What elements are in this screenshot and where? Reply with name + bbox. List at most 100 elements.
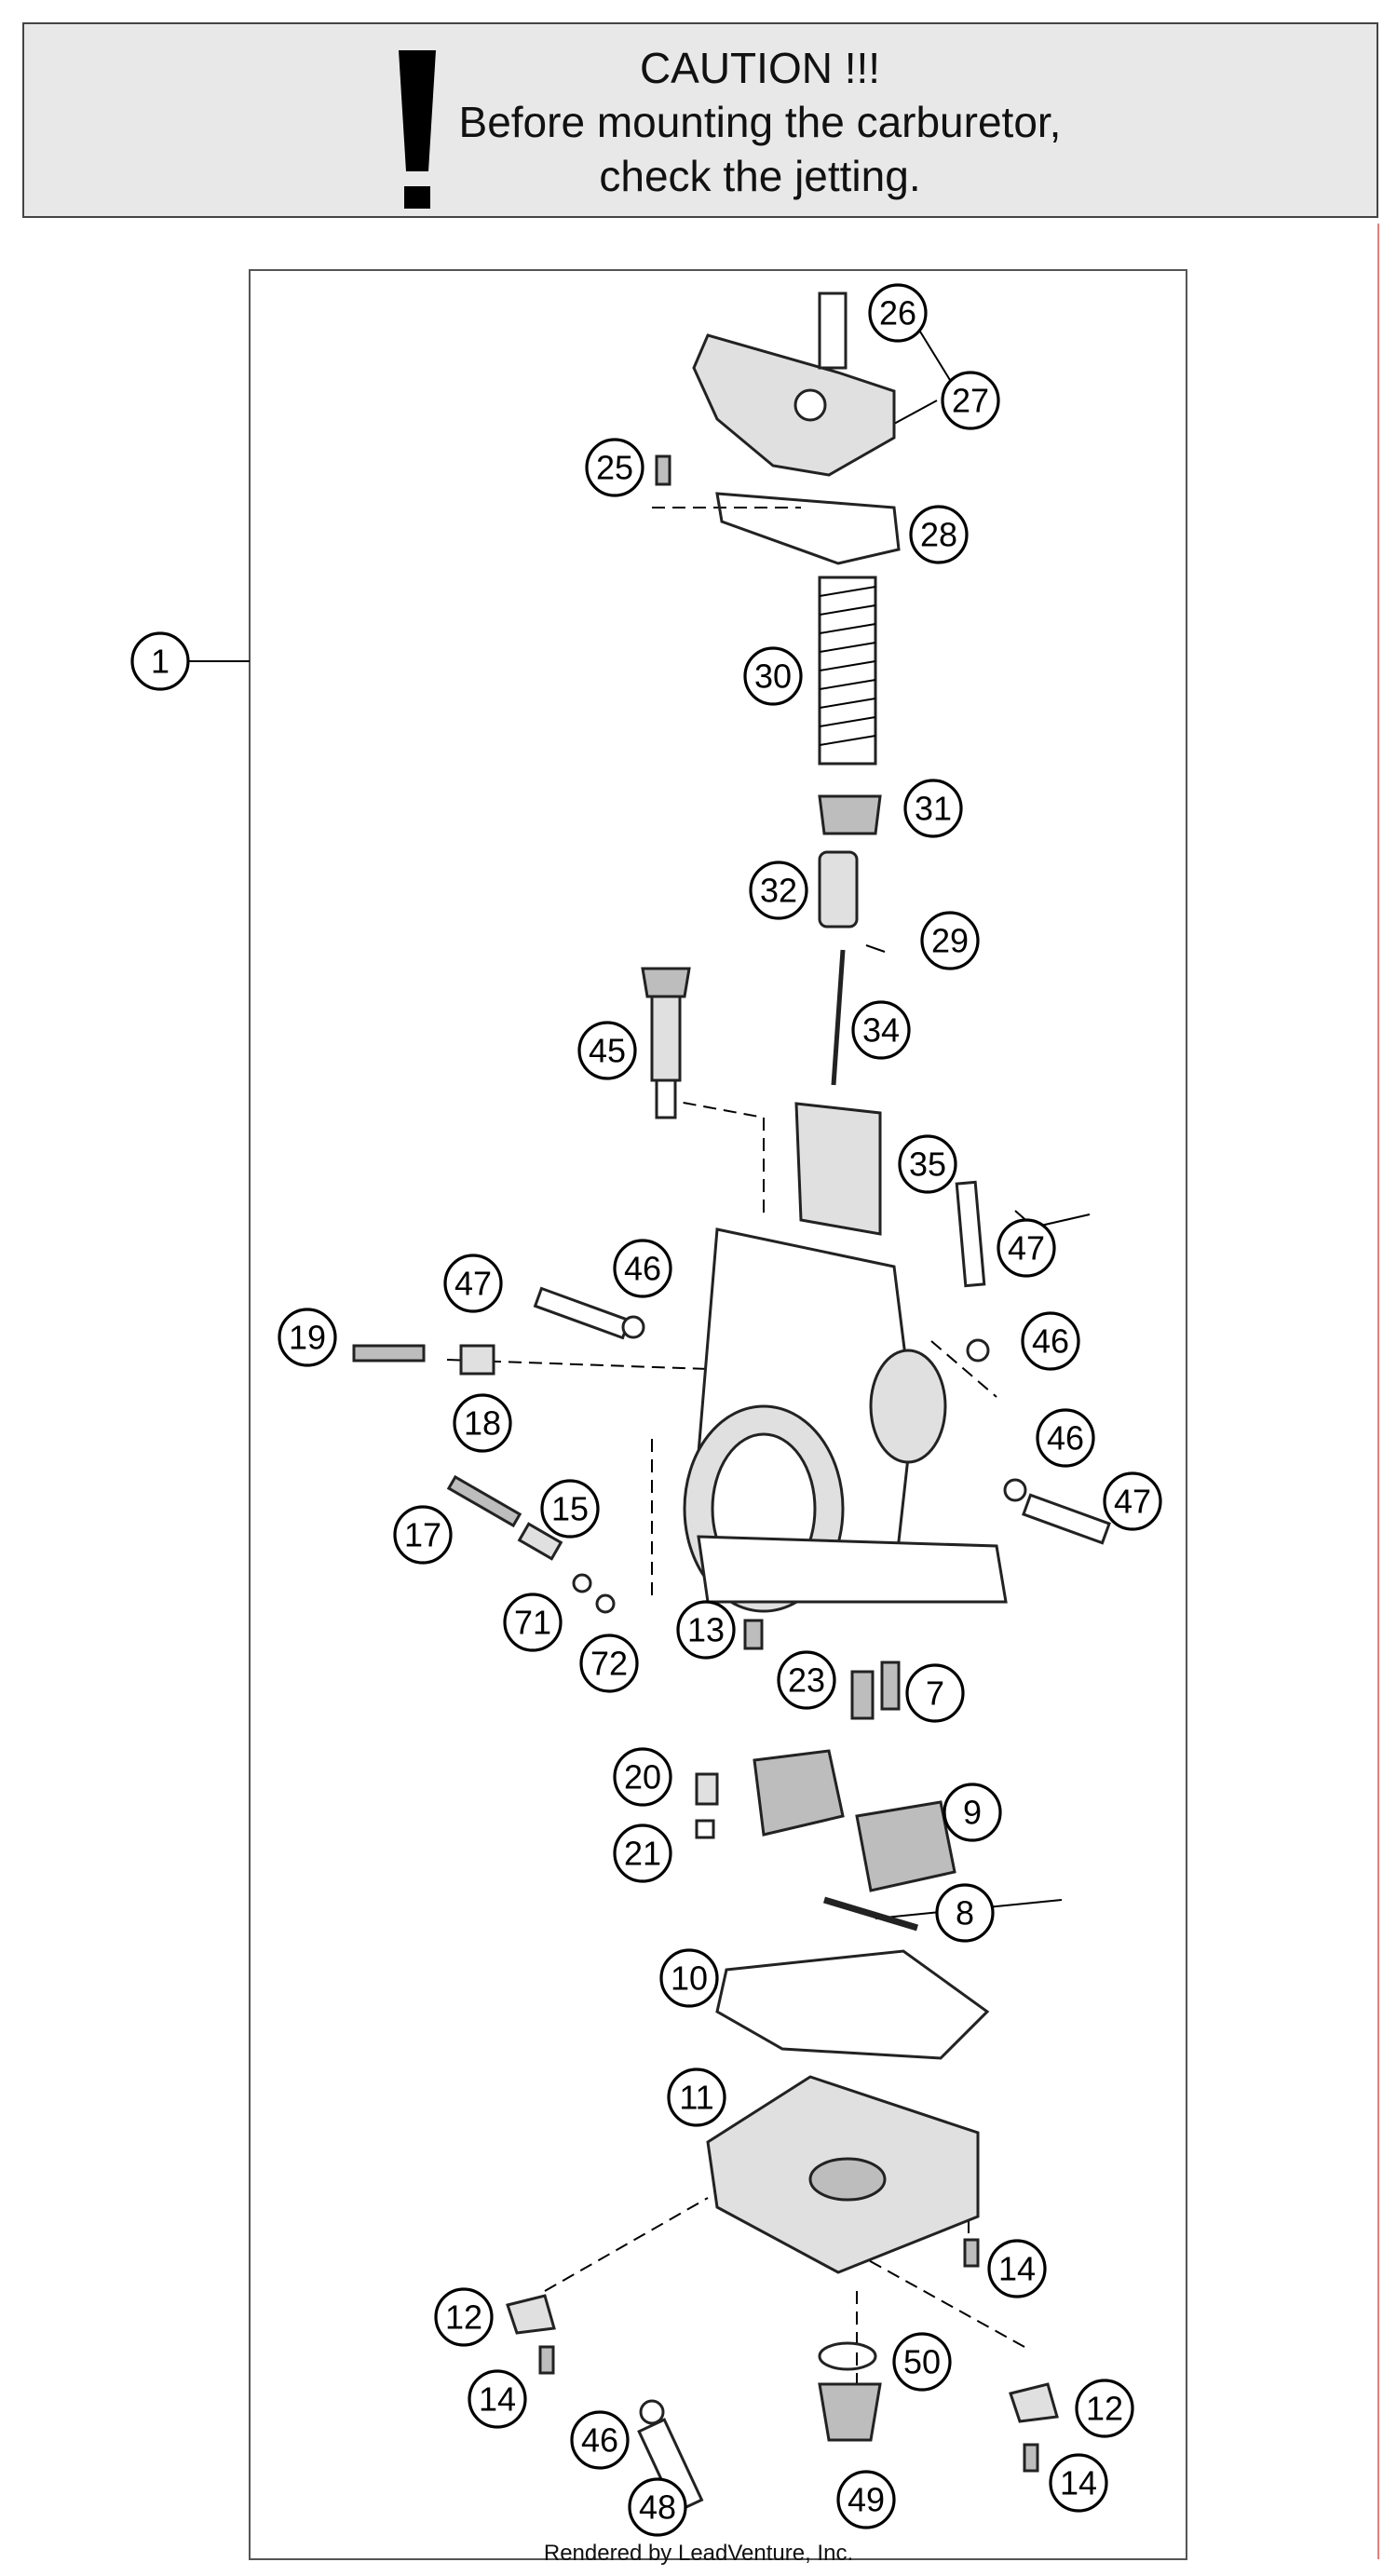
callout-71-label: 71 bbox=[514, 1604, 551, 1642]
callout-9: 9 bbox=[943, 1783, 1002, 1842]
callout-46-lower-label: 46 bbox=[1047, 1419, 1084, 1457]
bowl-screw-3 bbox=[1023, 2443, 1039, 2473]
caution-line-1: Before mounting the carburetor, bbox=[458, 98, 1062, 146]
needle-clip-21 bbox=[695, 1819, 715, 1839]
callout-47-left: 47 bbox=[443, 1254, 503, 1313]
callout-35: 35 bbox=[898, 1134, 957, 1194]
hose-clamp-3 bbox=[1003, 1478, 1027, 1502]
callout-72: 72 bbox=[579, 1634, 639, 1693]
drain-o-ring bbox=[818, 2341, 877, 2371]
callout-45-label: 45 bbox=[589, 1032, 626, 1070]
callout-18-label: 18 bbox=[464, 1404, 501, 1443]
callout-12-right-label: 12 bbox=[1086, 2390, 1123, 2428]
callout-25-label: 25 bbox=[596, 449, 633, 487]
exclamation-icon bbox=[399, 50, 436, 209]
drain-plate-right bbox=[1009, 2382, 1059, 2423]
callout-29: 29 bbox=[920, 911, 980, 970]
callout-46-bottom: 46 bbox=[570, 2410, 630, 2470]
callout-32-label: 32 bbox=[760, 872, 797, 910]
air-screw-spring bbox=[459, 1344, 495, 1376]
callout-20: 20 bbox=[613, 1747, 672, 1807]
needle-holder bbox=[818, 850, 859, 929]
callout-47: 47 bbox=[997, 1218, 1056, 1278]
carburetor-body bbox=[683, 1227, 1008, 1613]
callout-14-right: 14 bbox=[987, 2239, 1047, 2298]
cable-adjuster bbox=[818, 291, 848, 370]
callout-47-lower-label: 47 bbox=[1114, 1483, 1151, 1521]
callout-12-left-label: 12 bbox=[445, 2298, 482, 2337]
footer-credit: Rendered by LeadVenture, Inc. bbox=[543, 2541, 854, 2566]
callout-13-label: 13 bbox=[687, 1611, 725, 1649]
starter-jet bbox=[743, 1619, 764, 1650]
callout-17: 17 bbox=[393, 1505, 453, 1565]
float-bowl-gasket bbox=[715, 1949, 990, 2060]
pilot-jet-7 bbox=[880, 1661, 901, 1711]
callout-14-left: 14 bbox=[468, 2369, 527, 2429]
cover-screw bbox=[655, 454, 671, 486]
hose-clamp-1 bbox=[621, 1315, 645, 1339]
hose-clamp-4 bbox=[639, 2399, 665, 2425]
callout-7-label: 7 bbox=[926, 1674, 944, 1713]
callout-26-label: 26 bbox=[879, 294, 916, 332]
idle-adjust-screw bbox=[641, 967, 691, 1119]
callout-72-label: 72 bbox=[590, 1645, 628, 1683]
callout-34: 34 bbox=[851, 1000, 911, 1060]
drain-plate-left bbox=[506, 2294, 556, 2335]
leader-lines bbox=[188, 331, 1091, 2384]
callout-19: 19 bbox=[278, 1308, 337, 1367]
callout-8-label: 8 bbox=[956, 1894, 974, 1932]
callout-15: 15 bbox=[540, 1479, 600, 1539]
callout-50: 50 bbox=[892, 2332, 952, 2392]
idle-screw bbox=[446, 1474, 522, 1528]
o-ring bbox=[595, 1593, 616, 1614]
callout-11: 11 bbox=[667, 2068, 726, 2127]
float-needle bbox=[695, 1772, 719, 1806]
callout-15-label: 15 bbox=[551, 1490, 589, 1528]
drain-plug bbox=[818, 2382, 882, 2442]
callout-50-label: 50 bbox=[903, 2343, 941, 2381]
callout-49: 49 bbox=[836, 2470, 896, 2529]
callout-29-label: 29 bbox=[931, 922, 969, 960]
callout-27-label: 27 bbox=[952, 382, 989, 420]
vent-tube-lower bbox=[1022, 1493, 1111, 1545]
callout-9-label: 9 bbox=[963, 1794, 982, 1832]
callout-35-label: 35 bbox=[909, 1146, 946, 1184]
callout-31-label: 31 bbox=[915, 790, 952, 828]
caution-title: CAUTION !!! bbox=[639, 44, 881, 92]
callout-10-label: 10 bbox=[671, 1959, 708, 1998]
callout-28-label: 28 bbox=[920, 516, 957, 554]
callout-21: 21 bbox=[613, 1824, 672, 1883]
callout-34-label: 34 bbox=[862, 1011, 900, 1050]
callout-30-label: 30 bbox=[754, 658, 792, 696]
callout-46-lower: 46 bbox=[1036, 1408, 1095, 1468]
main-jet-23 bbox=[850, 1670, 875, 1720]
assembly-frame bbox=[249, 269, 1187, 2560]
air-screw bbox=[352, 1344, 426, 1363]
bowl-screw-1 bbox=[963, 2238, 980, 2268]
slide-spring bbox=[818, 576, 877, 766]
callout-14-bottom: 14 bbox=[1049, 2453, 1108, 2513]
float-right bbox=[855, 1800, 956, 1892]
float-left bbox=[753, 1749, 845, 1837]
callout-47-label: 47 bbox=[1008, 1229, 1045, 1268]
callout-46: 46 bbox=[613, 1239, 672, 1298]
callout-17-label: 17 bbox=[404, 1516, 441, 1554]
washer bbox=[572, 1573, 592, 1593]
jet-needle bbox=[831, 949, 846, 1086]
callout-23: 23 bbox=[777, 1650, 836, 1710]
callout-7: 7 bbox=[905, 1663, 965, 1723]
callout-27: 27 bbox=[941, 371, 1000, 430]
hose-clamp-2 bbox=[966, 1338, 990, 1363]
callout-14-right-label: 14 bbox=[998, 2250, 1036, 2288]
callout-46-mid: 46 bbox=[1021, 1311, 1080, 1371]
callout-20-label: 20 bbox=[624, 1758, 661, 1796]
vent-tube-left bbox=[533, 1286, 631, 1340]
callout-19-label: 19 bbox=[289, 1319, 326, 1357]
needle-clip bbox=[865, 944, 886, 953]
callout-8: 8 bbox=[935, 1883, 995, 1943]
throttle-slide bbox=[794, 1102, 882, 1236]
top-cover-group bbox=[655, 291, 901, 565]
callout-18: 18 bbox=[453, 1393, 512, 1453]
spring-seat bbox=[818, 794, 882, 835]
